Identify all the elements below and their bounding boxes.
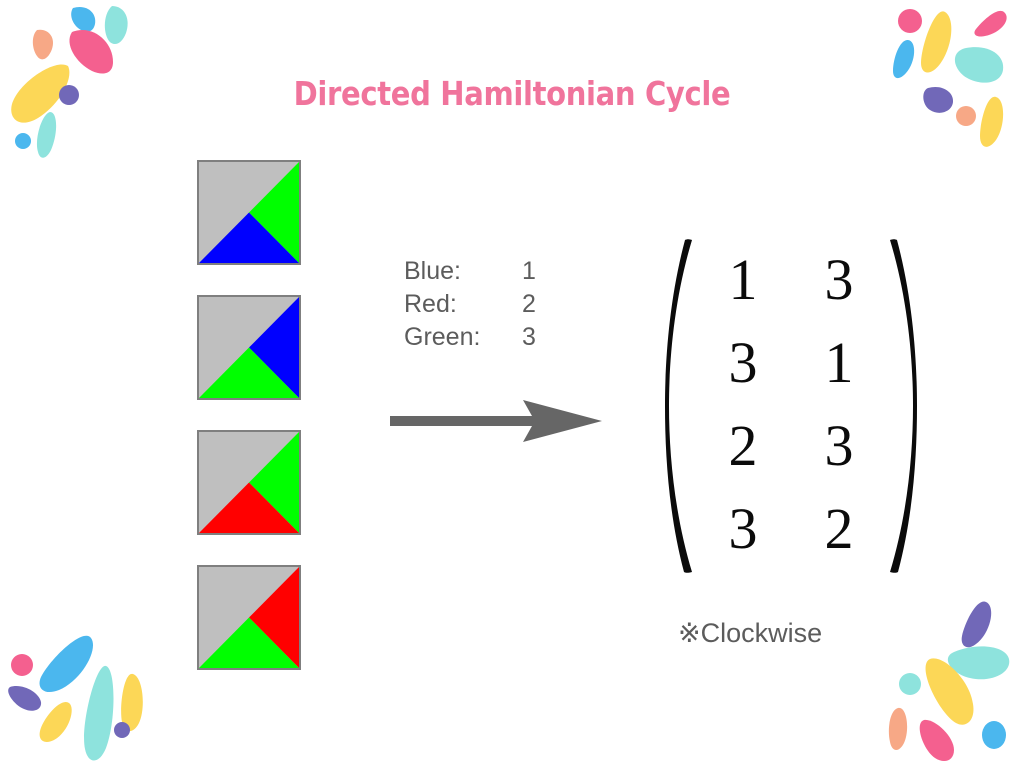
decor-petal-peach bbox=[888, 707, 908, 751]
decor-petal-teal bbox=[84, 665, 114, 761]
matrix-cell-r1c2: 3 bbox=[824, 246, 854, 312]
matrix-cell-r1c1: 1 bbox=[728, 246, 758, 312]
color-legend: Blue: 1 Red: 2 Green: 3 bbox=[404, 255, 579, 354]
decor-petal-teal bbox=[947, 646, 1010, 680]
legend-value-blue: 1 bbox=[522, 257, 536, 285]
decor-dot-blue bbox=[982, 721, 1006, 749]
tile-1-right-triangle bbox=[249, 162, 299, 263]
legend-row-red: Red: 2 bbox=[404, 288, 579, 321]
decor-dot-blue bbox=[15, 133, 31, 149]
decoration-bottom-right bbox=[854, 588, 1024, 768]
decor-petal-blue bbox=[893, 39, 915, 79]
decor-petal-yellow-2 bbox=[121, 673, 143, 732]
legend-label-red: Red: bbox=[404, 290, 457, 318]
decor-petal-purple bbox=[961, 601, 992, 648]
legend-value-green: 3 bbox=[522, 323, 536, 351]
decor-petal-teal-2 bbox=[36, 112, 57, 158]
tile-2-bottom-triangle bbox=[199, 347, 299, 398]
decor-petal-pink bbox=[919, 719, 954, 762]
decor-petal-peach bbox=[32, 29, 54, 60]
decor-petal-teal bbox=[104, 6, 128, 45]
matrix-right-paren bbox=[887, 238, 917, 574]
tile-4-bottom-triangle bbox=[199, 617, 299, 668]
decor-petal-yellow bbox=[925, 658, 974, 725]
arrow-right-icon bbox=[390, 398, 602, 444]
legend-row-green: Green: 3 bbox=[404, 321, 579, 354]
decor-petal-purple bbox=[8, 686, 42, 711]
decor-petal-yellow-2 bbox=[980, 96, 1004, 147]
matrix-cell-r4c2: 2 bbox=[824, 495, 854, 561]
tile-2[interactable] bbox=[197, 295, 301, 400]
matrix: 1 3 3 1 2 3 3 2 bbox=[665, 238, 917, 574]
tile-3-right-triangle bbox=[249, 432, 299, 533]
legend-label-blue: Blue: bbox=[404, 257, 461, 285]
tile-2-right-triangle bbox=[249, 297, 299, 398]
decor-dot-pink bbox=[11, 654, 33, 676]
tile-4[interactable] bbox=[197, 565, 301, 670]
footnote-clockwise: ※Clockwise bbox=[678, 618, 823, 648]
decor-petal-pink-2 bbox=[974, 10, 1007, 37]
matrix-left-paren bbox=[665, 238, 695, 574]
decor-dot-purple bbox=[114, 722, 130, 738]
tile-3[interactable] bbox=[197, 430, 301, 535]
tile-1[interactable] bbox=[197, 160, 301, 265]
decor-petal-yellow bbox=[921, 11, 952, 73]
decor-petal-pink bbox=[69, 30, 113, 74]
matrix-cells: 1 3 3 1 2 3 3 2 bbox=[695, 238, 887, 574]
decoration-bottom-left bbox=[0, 598, 180, 768]
matrix-cell-r2c1: 3 bbox=[728, 329, 758, 395]
decor-petal-yellow bbox=[39, 701, 72, 742]
legend-label-green: Green: bbox=[404, 323, 481, 351]
page-title: Directed Hamiltonian Cycle bbox=[293, 74, 731, 113]
tile-1-bottom-triangle bbox=[199, 212, 299, 263]
legend-value-red: 2 bbox=[522, 290, 536, 318]
decor-dot-teal bbox=[899, 673, 921, 695]
decor-dot-pink bbox=[898, 9, 922, 33]
matrix-cell-r3c2: 3 bbox=[824, 412, 854, 478]
decor-petal-blue bbox=[71, 6, 96, 32]
tile-column bbox=[197, 160, 303, 670]
matrix-cell-r4c1: 3 bbox=[728, 495, 758, 561]
matrix-cell-r3c1: 2 bbox=[728, 412, 758, 478]
legend-row-blue: Blue: 1 bbox=[404, 255, 579, 288]
tile-4-right-triangle bbox=[249, 567, 299, 668]
matrix-cell-r2c2: 1 bbox=[824, 329, 854, 395]
tile-3-bottom-triangle bbox=[199, 482, 299, 533]
decor-petal-blue bbox=[39, 635, 94, 693]
